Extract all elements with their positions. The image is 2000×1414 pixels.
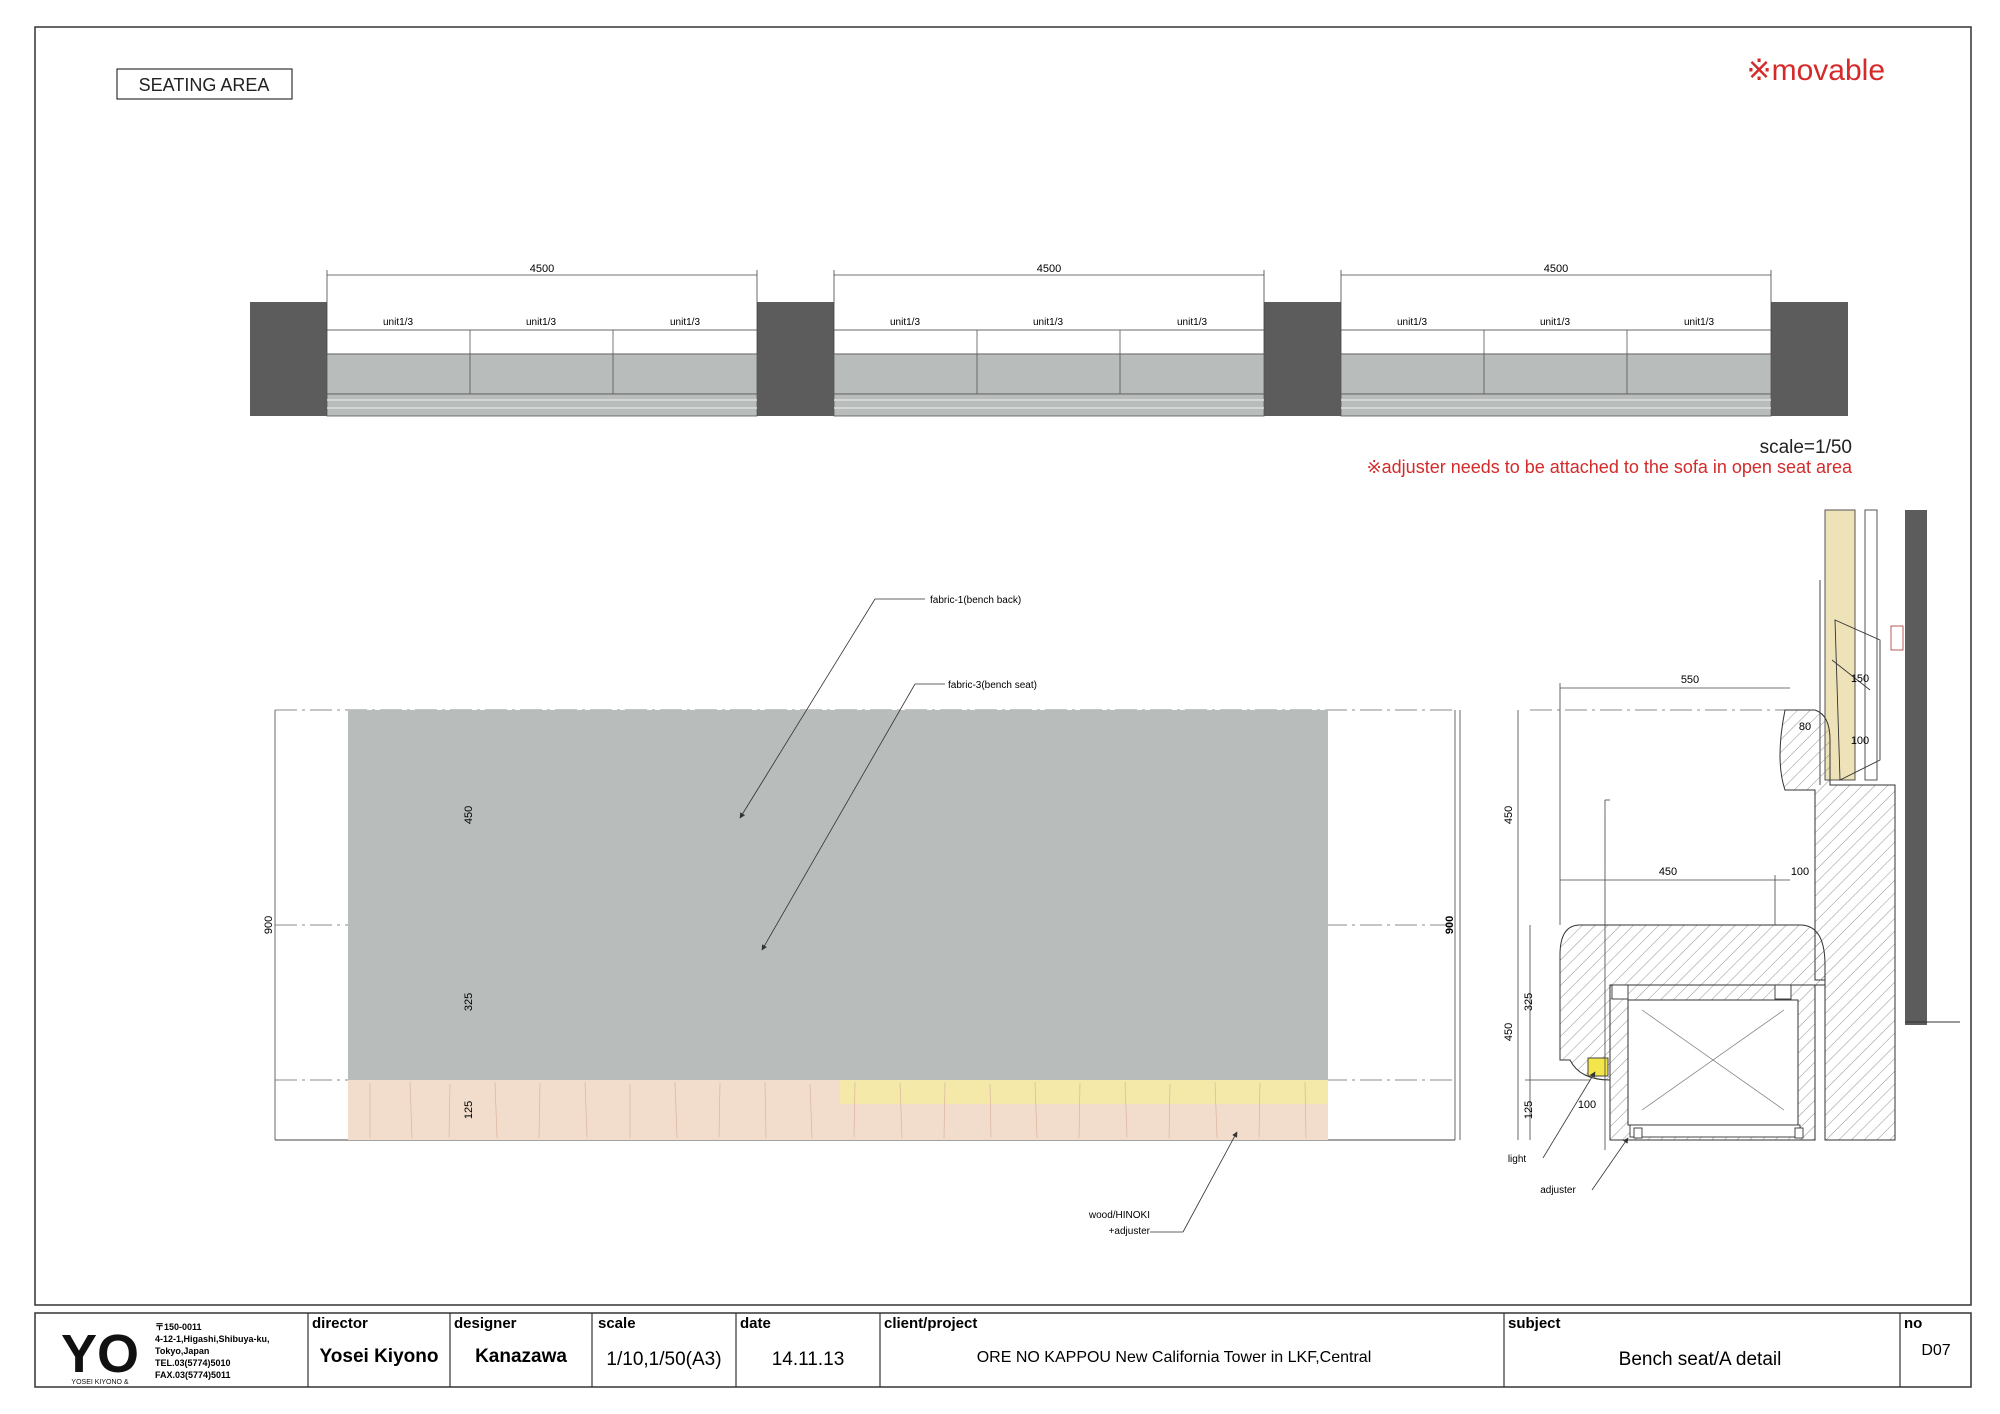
subject-label: subject [1508, 1315, 1561, 1332]
unit-label: unit1/3 [670, 317, 700, 328]
director-value: Yosei Kiyono [320, 1346, 439, 1367]
unit-label: unit1/3 [1397, 317, 1427, 328]
logo-caption: YOSEI KIYONO & [71, 1379, 129, 1386]
scale-tb-value: 1/10,1/50(A3) [606, 1349, 721, 1370]
unit-label: unit1/3 [890, 317, 920, 328]
dim-section-900: 900 [1444, 916, 1456, 934]
dim-section-lower-450: 450 [1503, 1023, 1515, 1041]
address-line-2: Tokyo,Japan [155, 1346, 209, 1356]
pillar-2 [757, 302, 834, 416]
dim-section-450: 450 [1659, 866, 1677, 878]
unit-label: unit1/3 [526, 317, 556, 328]
pillar-1 [250, 302, 327, 416]
address-tel: TEL.03(5774)5010 [155, 1358, 231, 1368]
light-fixture [1587, 1057, 1609, 1077]
scale-label: scale=1/50 [1760, 437, 1852, 458]
dim-section-125: 125 [1523, 1101, 1535, 1119]
bench-section-detail: 550 450 100 80 150 100 100 900 450 450 3… [1444, 509, 1960, 1196]
wood-highlight [840, 1080, 1328, 1104]
director-label: director [312, 1315, 368, 1332]
client-value: ORE NO KAPPOU New California Tower in LK… [977, 1349, 1372, 1366]
bench-module-3 [1340, 329, 1772, 417]
no-label: no [1904, 1315, 1922, 1332]
drawing-frame [34, 26, 1972, 1306]
dim-section-100-right: 100 [1791, 866, 1809, 878]
unit-label: unit1/3 [383, 317, 413, 328]
pillar-4 [1771, 302, 1848, 416]
address-line-1: 4-12-1,Higashi,Shibuya-ku, [155, 1334, 270, 1344]
title-block: YO YOSEI KIYONO & 〒150-0011 4-12-1,Higas… [34, 1312, 1972, 1388]
label-wood-adjuster: +adjuster [1109, 1226, 1151, 1237]
dim-section-upper-450: 450 [1503, 806, 1515, 824]
client-label: client/project [884, 1315, 977, 1332]
no-value: D07 [1921, 1342, 1950, 1359]
dim-section-150: 150 [1851, 673, 1869, 685]
logo-mark: YO [61, 1324, 139, 1384]
seating-area-tag: SEATING AREA [116, 68, 293, 100]
label-adjuster: adjuster [1540, 1185, 1576, 1196]
dim-section-325: 325 [1523, 993, 1535, 1011]
subject-value: Bench seat/A detail [1619, 1349, 1782, 1370]
label-light: light [1508, 1154, 1527, 1165]
dim-4500-2: 4500 [1037, 263, 1061, 275]
bench-front-detail: 900 450 325 125 fabric-1(bench back) fab… [263, 595, 1790, 1237]
seating-area-label: SEATING AREA [139, 75, 270, 95]
unit-label: unit1/3 [1033, 317, 1063, 328]
date-value: 14.11.13 [772, 1349, 845, 1370]
designer-value: Kanazawa [475, 1346, 567, 1367]
bench-module-2 [833, 329, 1265, 417]
dim-front-450: 450 [463, 806, 475, 824]
address-fax: FAX.03(5774)5011 [155, 1370, 231, 1380]
dim-4500-3: 4500 [1544, 263, 1568, 275]
dim-section-80: 80 [1799, 721, 1811, 733]
unit-label: unit1/3 [1540, 317, 1570, 328]
pillar-3 [1264, 302, 1341, 416]
designer-label: designer [454, 1315, 517, 1332]
pillar-section [1905, 510, 1927, 1025]
dim-section-550: 550 [1681, 674, 1699, 686]
dim-section-100-upper: 100 [1851, 735, 1869, 747]
fabric-panel [348, 710, 1328, 1080]
bench-module-1 [326, 329, 758, 417]
bench-elevation: 4500 4500 4500 unit1/3 unit1/3 unit1/3 u… [250, 263, 1848, 417]
dim-4500-1: 4500 [530, 263, 554, 275]
company-logo: YO YOSEI KIYONO & [61, 1324, 139, 1386]
dim-front-900: 900 [263, 916, 275, 934]
movable-note: ※movable [1746, 54, 1885, 87]
address-postcode: 〒150-0011 [155, 1322, 202, 1332]
date-label: date [740, 1315, 771, 1332]
scale-tb-label: scale [598, 1315, 636, 1332]
adjuster-note: ※adjuster needs to be attached to the so… [1367, 457, 1853, 477]
label-fabric-seat: fabric-3(bench seat) [948, 680, 1037, 691]
label-wood-hinoki: wood/HINOKI [1088, 1210, 1150, 1221]
unit-label: unit1/3 [1684, 317, 1714, 328]
label-fabric-back: fabric-1(bench back) [930, 595, 1021, 606]
dim-front-125: 125 [463, 1101, 475, 1119]
unit-label: unit1/3 [1177, 317, 1207, 328]
dim-front-325: 325 [463, 993, 475, 1011]
dim-section-100-light: 100 [1578, 1099, 1596, 1111]
